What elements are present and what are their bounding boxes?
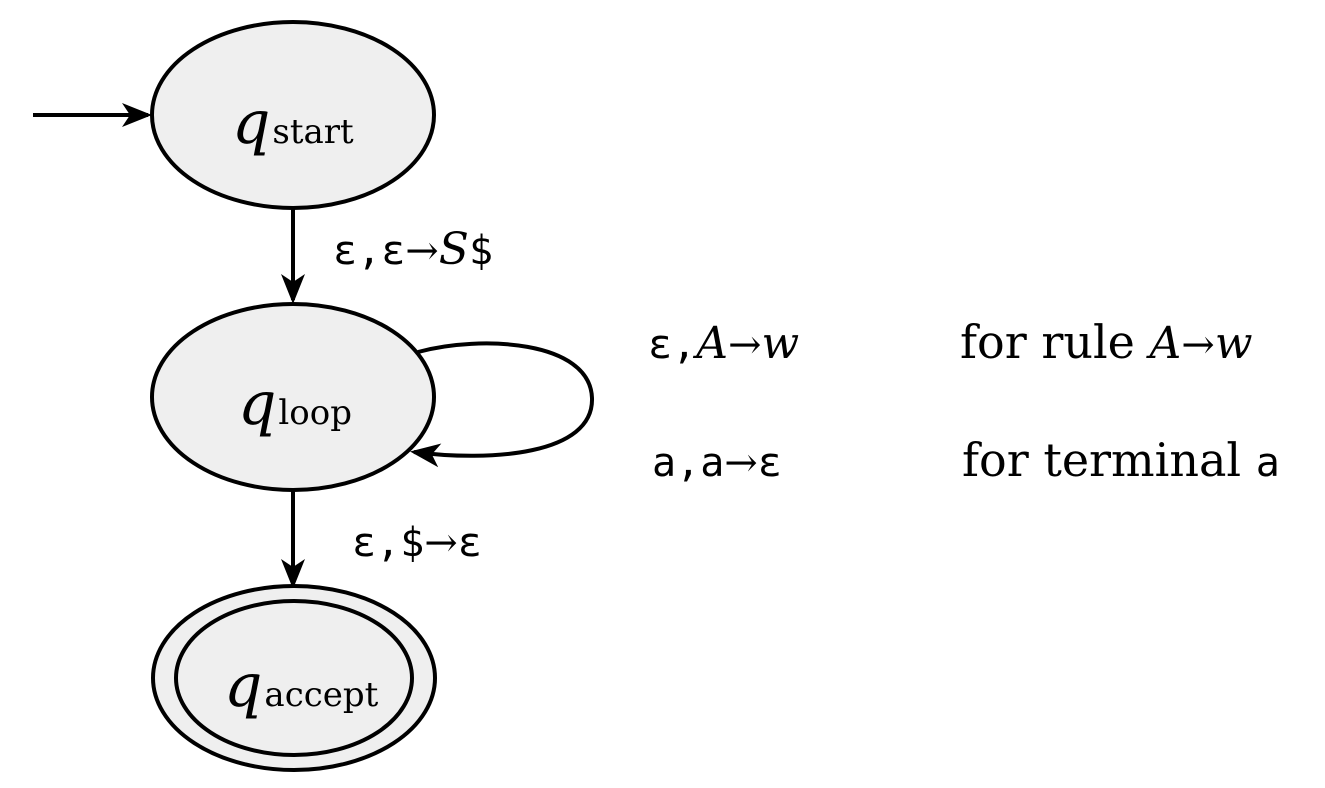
rule1-note-arrow: → [1181,322,1215,368]
rule2-comma: , [676,440,700,486]
label-arrow: → [424,520,458,566]
state-start-label: qstart [232,88,354,158]
label-input: ε [352,520,376,566]
rule1-note-var: A [1146,318,1182,369]
state-accept-label: qaccept [224,651,379,721]
rule1-push: w [761,318,799,369]
state-accept: qaccept [151,584,437,772]
edge-start-to-loop-label: ε,ε→S$ [333,224,493,275]
label-pop: ε [381,228,405,274]
state-loop: qloop [150,302,436,492]
self-loop-rule-2-note: for terminal a [962,433,1280,487]
label-push: ε [458,520,482,566]
state-accept-name: q [224,651,262,721]
rule2-note-symbol: a [1256,440,1280,486]
state-loop-name: q [238,369,276,439]
label-push-var: S [439,224,469,275]
state-loop-subscript: loop [278,393,352,433]
self-loop-rule-1-note: for rule A→w [960,315,1252,369]
rule2-pop: a [700,440,724,486]
rule1-comma: , [672,322,696,368]
edge-loop-to-accept-label: ε,$→ε [352,520,482,566]
label-push-sym: $ [469,228,493,274]
rule1-arrow: → [728,322,762,368]
state-start: qstart [150,20,436,210]
label-arrow: → [405,228,439,274]
rule2-push: ε [758,440,782,486]
rule2-arrow: → [724,440,758,486]
state-loop-label: qloop [238,369,352,439]
state-start-subscript: start [272,112,354,152]
rule2-input: a [652,440,676,486]
self-loop-rule-2-label: a,a→ε [652,440,782,486]
state-accept-outer-circle [151,584,437,772]
label-pop: $ [400,520,424,566]
edge-self-loop [410,341,595,468]
rule1-input: ε [648,322,672,368]
state-start-name: q [232,88,270,158]
rule1-note-rhs: w [1215,318,1253,369]
label-comma: , [376,520,400,566]
rule1-note-prefix: for rule [960,315,1150,369]
label-input: ε [333,228,357,274]
rule1-pop: A [692,318,728,369]
self-loop-rule-1-label: ε,A→w [648,318,799,369]
rule2-note-prefix: for terminal [962,433,1256,487]
state-accept-inner-circle [174,599,414,757]
label-comma: , [357,228,381,274]
state-accept-subscript: accept [264,675,378,715]
